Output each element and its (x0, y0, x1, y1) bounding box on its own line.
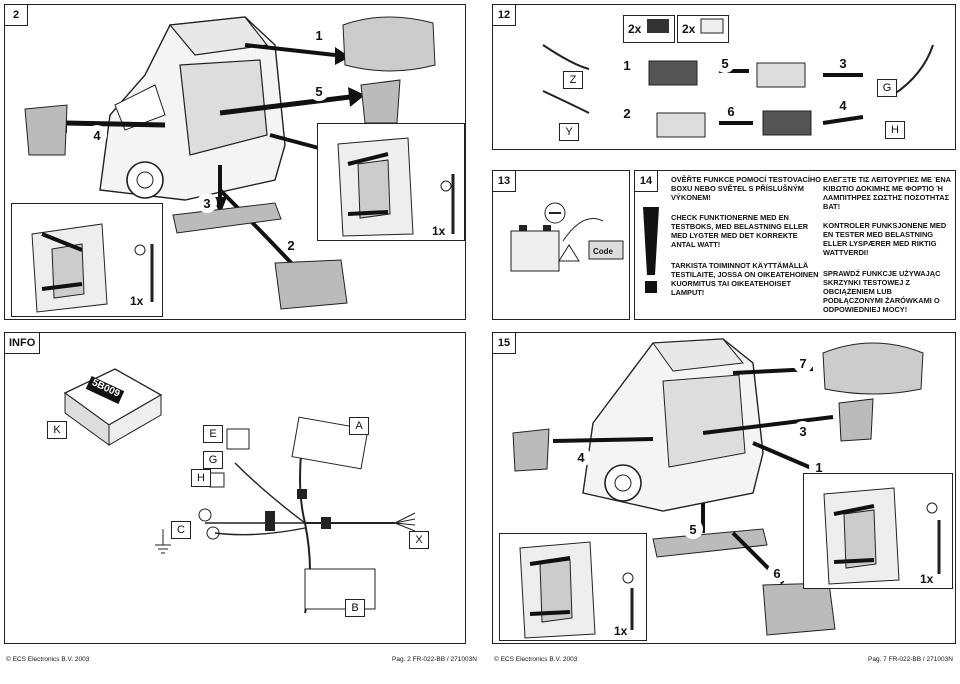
callout-3: 3 (197, 193, 217, 213)
callout-2: 2 (281, 235, 301, 255)
warning-gr: ΕΛΕΓΞΤΕ ΤΙΣ ΛΕΙΤΟΥΡΓΙΕΣ ΜΕ ΈΝΑ ΚΙΒΩΤΙΟ Δ… (823, 175, 951, 211)
inset-trunk-left-drawing (519, 541, 634, 639)
footer-page: Pag. 7 FR-022-BB / 271003N (868, 656, 953, 663)
label-g: G (877, 79, 897, 97)
panel-15-illustration (512, 338, 924, 636)
callout-5: 5 (715, 53, 735, 73)
warning-pl: SPRAWDŹ FUNKCJE UŻYWAJĄC SKRZYNKI TESTOW… (823, 269, 941, 314)
callout-4: 4 (87, 125, 107, 145)
callout-6: 6 (767, 563, 787, 583)
qty-label: 1x (920, 572, 934, 586)
warning-fi: TARKISTA TOIMINNOT KÄYTTÄMÄLLÄ TESTILAIT… (671, 261, 819, 297)
callout-1: 1 (809, 457, 829, 477)
qty-label: 2x (628, 22, 642, 36)
panel-number: 13 (492, 170, 516, 192)
inset-trunk-right-drawing (337, 137, 455, 237)
label-k: K (47, 421, 67, 439)
label-h: H (191, 469, 211, 487)
label-a: A (349, 417, 369, 435)
label-e: E (203, 425, 223, 443)
qty-label: 1x (432, 224, 446, 238)
callout-5: 5 (309, 81, 329, 101)
inset-trunk-left: 1x (499, 533, 647, 641)
callout-3: 3 (833, 53, 853, 73)
callout-1: 1 (309, 25, 329, 45)
inset-trunk-left: 1x (11, 203, 163, 317)
footer-copyright: © ECS Electronics B.V. 2003 (6, 656, 90, 663)
label-z: Z (563, 71, 583, 89)
panel-number: 2 (4, 4, 28, 26)
label-g: G (203, 451, 223, 469)
callout-5: 5 (683, 519, 703, 539)
panel-15: 15 7 3 1 4 5 2 6 1x (492, 332, 956, 644)
panel-number: 14 (634, 170, 658, 192)
panel-2-illustration (24, 16, 436, 310)
callout-2: 2 (617, 103, 637, 123)
panel-number: 12 (492, 4, 516, 26)
panel-14: 14 OVĚŘTE FUNKCE POMOCÍ TESTOVACÍHO BOXU… (634, 170, 956, 320)
inset-trunk-right: 1x (317, 123, 465, 241)
callout-7: 7 (793, 353, 813, 373)
label-c: C (171, 521, 191, 539)
wiring-diagram (63, 368, 416, 614)
panel-2: 2 1 5 4 7 6 3 2 (4, 4, 466, 320)
inset-trunk-right-drawing (823, 487, 941, 585)
qty-label: 1x (130, 294, 144, 308)
callout-1: 1 (617, 55, 637, 75)
warning-no: KONTROLER FUNKSJONENE MED EN TESTER MED … (823, 221, 947, 257)
panel-13: 13 Code (492, 170, 630, 320)
label-b: B (345, 599, 365, 617)
callout-4: 4 (571, 447, 591, 467)
qty-label: 1x (614, 624, 628, 638)
code-label: Code (593, 247, 613, 256)
footer-page: Pag. 2 FR-022-BB / 271003N (392, 656, 477, 663)
warning-dk: CHECK FUNKTIONERNE MED EN TESTBOKS, MED … (671, 213, 809, 249)
panel-12: 12 2x 2x Z Y G H 1 2 3 4 5 6 (492, 4, 956, 150)
connector-diagram (542, 18, 934, 138)
warning-mark (643, 207, 659, 293)
label-y: Y (559, 123, 579, 141)
callout-6: 6 (721, 101, 741, 121)
warning-cz: OVĚŘTE FUNKCE POMOCÍ TESTOVACÍHO BOXU NE… (671, 175, 822, 202)
panel-info: INFO K E G H A C X B 5B009 (4, 332, 466, 644)
callout-4: 4 (833, 95, 853, 115)
panel-number: 15 (492, 332, 516, 354)
inset-trunk-left-drawing (31, 223, 154, 313)
inset-trunk-right: 1x (803, 473, 953, 589)
callout-3: 3 (793, 421, 813, 441)
footer-copyright: © ECS Electronics B.V. 2003 (494, 656, 578, 663)
info-tag: INFO (4, 332, 41, 354)
label-h: H (885, 121, 905, 139)
label-x: X (409, 531, 429, 549)
qty-label: 2x (682, 22, 696, 36)
battery-drawing (510, 202, 624, 272)
